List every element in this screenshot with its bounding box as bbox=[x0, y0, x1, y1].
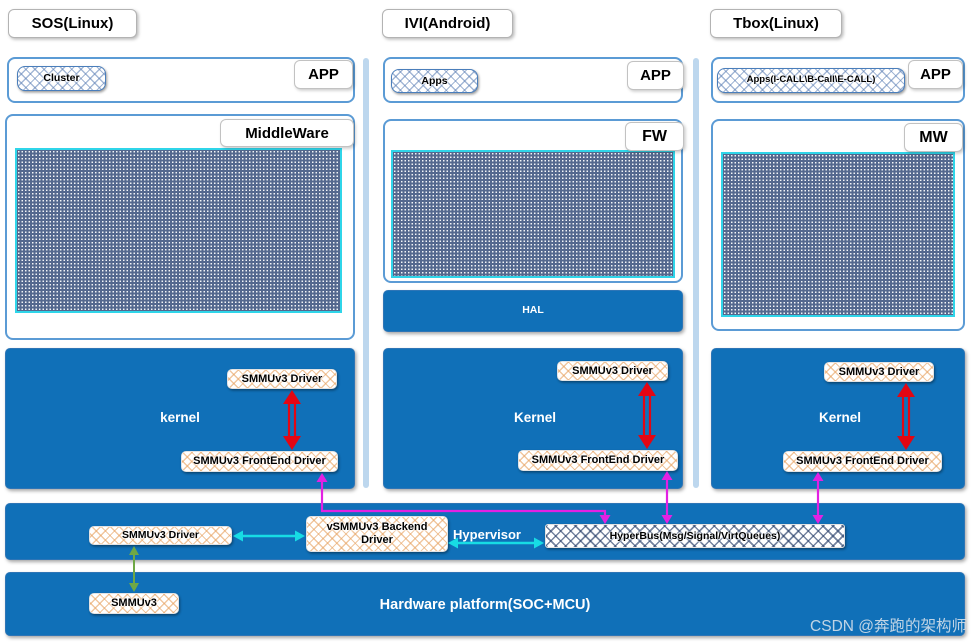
os-title-tbox: Tbox(Linux) bbox=[710, 9, 842, 38]
ivi-hal-label: HAL bbox=[522, 304, 544, 316]
os-title-sos: SOS(Linux) bbox=[8, 9, 137, 38]
ivi-frontend-driver-chip: SMMUv3 FrontEnd Driver bbox=[518, 450, 678, 471]
sos-app-badge: APP bbox=[294, 60, 353, 89]
tbox-mw-content-area bbox=[721, 152, 955, 317]
tbox-smmu-driver-chip: SMMUv3 Driver bbox=[824, 362, 934, 382]
hardware-smmu-chip: SMMUv3 bbox=[89, 593, 179, 614]
tbox-app-chip: Apps(I-CALL\B-Call\E-CALL) bbox=[717, 68, 905, 93]
vsmmu-backend-driver-chip: vSMMUv3 Backend Driver bbox=[306, 516, 448, 552]
hardware-label: Hardware platform(SOC+MCU) bbox=[379, 597, 591, 613]
os-title-ivi: IVI(Android) bbox=[382, 9, 513, 38]
ivi-fw-content-area bbox=[391, 150, 675, 278]
column-separator-left bbox=[363, 58, 369, 488]
ivi-kernel-label: Kernel bbox=[513, 410, 557, 425]
tbox-app-badge: APP bbox=[908, 60, 963, 89]
hypervisor-smmu-driver-chip: SMMUv3 Driver bbox=[89, 526, 232, 545]
column-separator-right bbox=[693, 58, 699, 488]
ivi-app-badge: APP bbox=[627, 61, 684, 90]
tbox-mw-badge: MW bbox=[904, 123, 963, 152]
ivi-fw-badge: FW bbox=[625, 122, 684, 151]
ivi-smmu-driver-chip: SMMUv3 Driver bbox=[557, 361, 668, 381]
sos-kernel-label: kernel bbox=[160, 410, 200, 425]
sos-app-chip: Cluster bbox=[17, 66, 106, 91]
hypervisor-label: Hypervisor bbox=[453, 527, 521, 542]
ivi-app-chip: Apps bbox=[391, 69, 478, 93]
sos-frontend-driver-chip: SMMUv3 FrontEnd Driver bbox=[181, 451, 338, 472]
tbox-frontend-driver-chip: SMMUv3 FrontEnd Driver bbox=[783, 451, 942, 472]
ivi-hal-bar bbox=[383, 290, 683, 332]
sos-middleware-badge: MiddleWare bbox=[220, 119, 354, 147]
tbox-kernel-label: Kernel bbox=[818, 410, 862, 425]
sos-smmu-driver-chip: SMMUv3 Driver bbox=[227, 369, 337, 389]
sos-middleware-content-area bbox=[15, 148, 342, 313]
watermark: CSDN @奔跑的架构师 bbox=[810, 618, 967, 635]
hyperbus-chip: HyperBus(Msg/Signal/VirtQueues) bbox=[545, 524, 845, 548]
